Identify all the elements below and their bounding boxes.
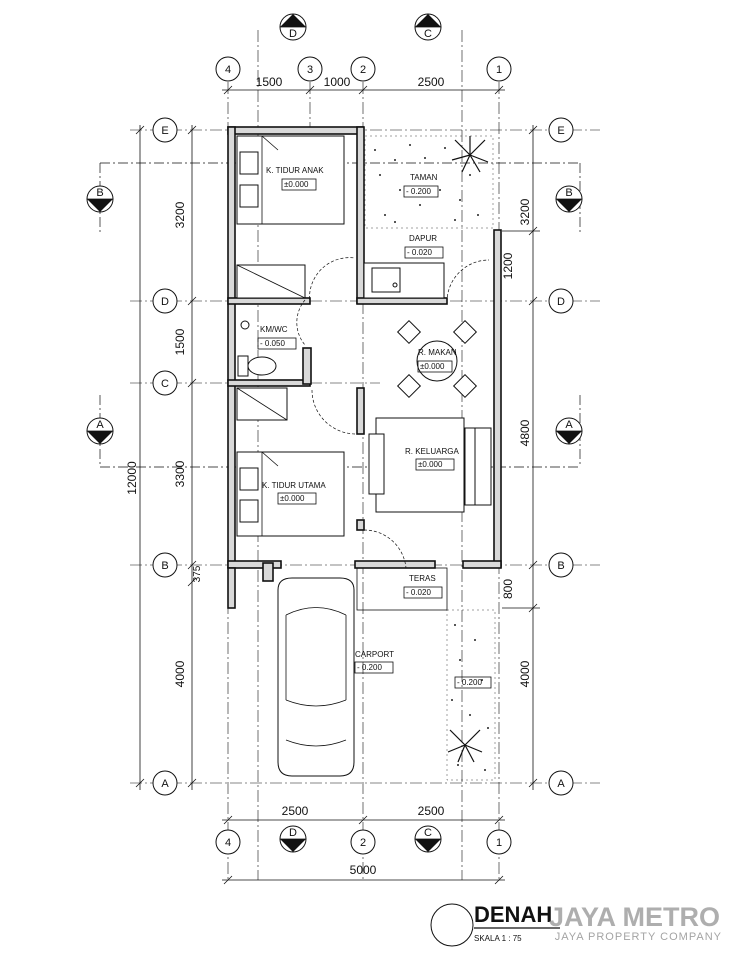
axis-1-top-label: 1 [496, 64, 502, 76]
wardrobe-master [236, 387, 288, 421]
dim-left-4: 375 [192, 565, 203, 582]
dim-bottom-1: 2500 [282, 804, 309, 818]
room-labels: K. TIDUR ANAK ±0.000 TAMAN - 0.200 DAPUR… [257, 166, 492, 689]
axis-bubbles-bottom: 4 2 1 [215, 829, 512, 855]
dim-left-1: 3200 [173, 201, 187, 228]
svg-text:B: B [557, 560, 564, 572]
axis-1-bottom-label: 1 [496, 837, 502, 849]
dim-left-5: 4000 [173, 660, 187, 687]
section-right-b: B [565, 187, 572, 199]
axis-4-top-label: 4 [225, 64, 231, 76]
teras-slab [356, 567, 448, 611]
garden-bottom [446, 609, 496, 781]
bed-child [236, 135, 345, 225]
title-block: DENAH SKALA 1 : 75 JAYA METRO JAYA PROPE… [430, 902, 722, 947]
walls [227, 126, 502, 609]
garden-top [364, 135, 494, 229]
dim-right-3: 4800 [518, 419, 532, 446]
svg-text:B: B [161, 560, 168, 572]
dining-set [396, 319, 478, 399]
watermark-tagline: JAYA PROPERTY COMPANY [555, 931, 722, 943]
axis-3-top-label: 3 [307, 64, 313, 76]
room-k-tidur-anak-level: ±0.000 [284, 180, 309, 189]
axis-4-bottom-label: 4 [225, 837, 231, 849]
drawing-title: DENAH [474, 902, 552, 927]
room-carport-name: CARPORT [355, 650, 394, 659]
room-garden-level: - 0.200 [457, 678, 482, 687]
room-taman-level: - 0.200 [406, 187, 431, 196]
room-k-tidur-utama-name: K. TIDUR UTAMA [262, 481, 326, 490]
room-taman-name: TAMAN [410, 173, 438, 182]
room-dapur-level: - 0.020 [407, 248, 432, 257]
svg-text:C: C [161, 378, 169, 390]
axis-2-bottom-label: 2 [360, 837, 366, 849]
door-swings [296, 257, 490, 569]
room-teras-level: - 0.020 [406, 588, 431, 597]
dim-top-3: 2500 [418, 75, 445, 89]
dim-right-1: 3200 [518, 198, 532, 225]
dim-left-total: 12000 [125, 461, 139, 495]
room-dapur-name: DAPUR [409, 234, 437, 243]
dim-top-1: 1500 [256, 75, 283, 89]
dimension-labels: 1500 1000 2500 2500 2500 5000 3200 1500 … [125, 75, 532, 877]
room-km-wc-name: KM/WC [260, 325, 288, 334]
drawing-scale: SKALA 1 : 75 [474, 934, 522, 943]
section-top-c: C [424, 28, 432, 40]
room-r-makan-level: ±0.000 [420, 362, 445, 371]
dimension-lines [135, 85, 540, 885]
dim-top-2: 1000 [324, 75, 351, 89]
dim-left-3: 3300 [173, 460, 187, 487]
axis-bubbles-left: E D C B A [152, 117, 178, 796]
room-k-tidur-anak-name: K. TIDUR ANAK [266, 166, 324, 175]
svg-text:D: D [161, 296, 169, 308]
svg-text:E: E [557, 125, 564, 137]
toilet [237, 320, 277, 377]
living-set [368, 417, 492, 513]
car [277, 577, 355, 777]
section-bottom-d: D [289, 827, 297, 839]
section-markers: D C D C B A B A [86, 13, 583, 853]
axis-bubbles-top: 4 3 2 1 [215, 56, 512, 82]
axis-2-top-label: 2 [360, 64, 366, 76]
room-teras-name: TERAS [409, 574, 436, 583]
dim-right-5: 4000 [518, 660, 532, 687]
section-top-d: D [289, 28, 297, 40]
watermark-brand: JAYA METRO [549, 902, 720, 932]
bed-master [236, 451, 345, 537]
dim-bottom-2: 2500 [418, 804, 445, 818]
section-left-a: A [96, 419, 104, 431]
dim-left-2: 1500 [173, 328, 187, 355]
dim-bottom-total: 5000 [350, 863, 377, 877]
section-left-b: B [96, 187, 103, 199]
section-right-a: A [565, 419, 573, 431]
room-km-wc-level: - 0.050 [260, 339, 285, 348]
room-r-keluarga-level: ±0.000 [418, 460, 443, 469]
section-bottom-c: C [424, 827, 432, 839]
room-r-keluarga-name: R. KELUARGA [405, 447, 459, 456]
room-r-makan-name: R. MAKAN [418, 348, 457, 357]
wardrobe-child [236, 264, 306, 299]
axis-bubbles-right: E D B A [548, 117, 574, 796]
dim-right-4: 800 [501, 579, 515, 599]
svg-text:E: E [161, 125, 168, 137]
dim-right-2: 1200 [501, 252, 515, 279]
svg-text:A: A [557, 778, 565, 790]
svg-text:D: D [557, 296, 565, 308]
svg-text:A: A [161, 778, 169, 790]
room-k-tidur-utama-level: ±0.000 [280, 494, 305, 503]
room-carport-level: - 0.200 [357, 663, 382, 672]
kitchen-counter [363, 262, 445, 299]
